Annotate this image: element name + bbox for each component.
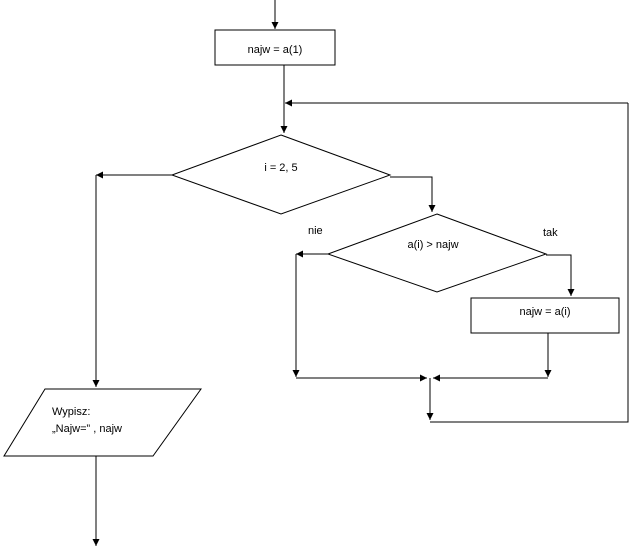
init-box [214,29,336,66]
compare-decision [326,213,548,293]
output-parallelogram [3,388,202,457]
loop-back-connector [430,103,629,423]
yes-branch-label: tak [543,227,558,239]
assign-label: najw = a(i) [519,306,570,318]
compare-label: a(i) > najw [407,239,458,251]
output-label-line2: „Najw=” , najw [52,423,122,435]
init-label: najw = a(1) [248,44,303,56]
loop-body-arrow [390,176,436,212]
output-label-line1: Wypisz: [52,406,90,418]
loop-label: i = 2, 5 [264,162,297,174]
yes-branch-arrow [546,254,575,296]
no-branch-label: nie [308,225,323,237]
assign-box [470,297,620,334]
loop-decision [170,134,392,215]
